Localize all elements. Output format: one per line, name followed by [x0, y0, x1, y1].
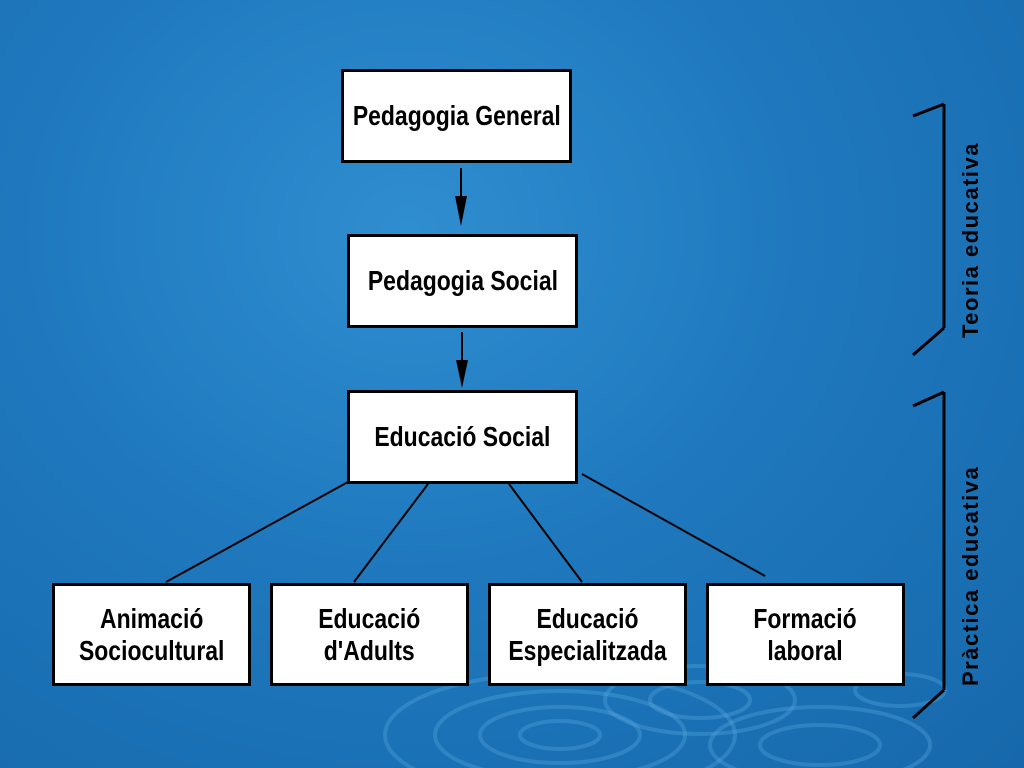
bracket-teoria [912, 102, 946, 357]
node-animacio-sociocultural: Animació Sociocultural [52, 583, 251, 686]
node-educacio-adults: Educació d'Adults [270, 583, 469, 686]
arrowhead-1 [455, 196, 467, 226]
node-label-line1: Educació [318, 602, 421, 634]
node-label: Pedagogia General [352, 100, 561, 131]
branch-formacio [581, 473, 766, 577]
node-pedagogia-social: Pedagogia Social [347, 234, 578, 328]
node-label: Pedagogia Social [367, 265, 558, 296]
node-label-line1: Animació [99, 602, 204, 634]
node-educacio-especialitzada: Educació Especialitzada [488, 583, 687, 686]
node-label-line1: Educació [536, 602, 639, 634]
node-label-line2: Especialitzada [508, 634, 667, 666]
branch-animacio [165, 481, 349, 583]
node-label: Educació Social [374, 421, 551, 452]
node-label-line2: Sociocultural [78, 634, 225, 666]
node-label-line1: Formació [753, 602, 858, 634]
label-teoria-educativa: Teoria educativa [958, 142, 983, 338]
branch-adults [353, 483, 429, 583]
node-pedagogia-general: Pedagogia General [341, 69, 572, 163]
arrowhead-2 [456, 360, 468, 388]
node-formacio-laboral: Formació laboral [706, 583, 905, 686]
label-practica-educativa: Pràctica educativa [958, 465, 983, 686]
node-label-line2: d'Adults [324, 634, 415, 666]
node-educacio-social: Educació Social [347, 390, 578, 484]
node-label-line2: laboral [767, 634, 844, 666]
branch-especialitzada [508, 483, 583, 583]
bracket-practica [911, 390, 946, 720]
